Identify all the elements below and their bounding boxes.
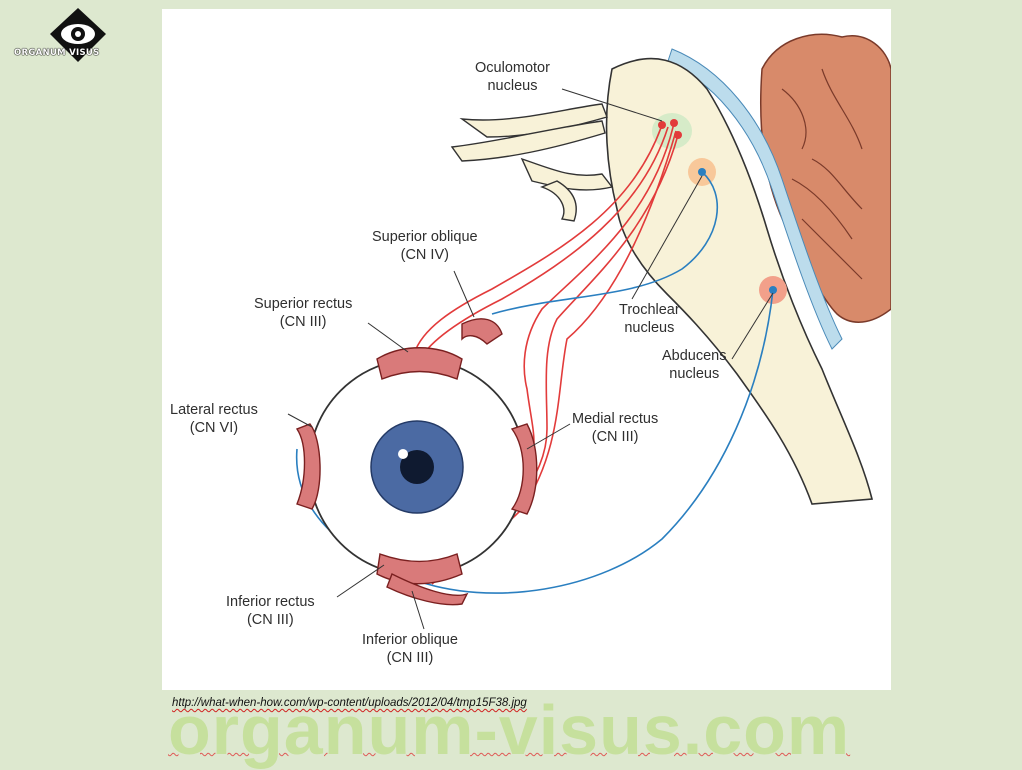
cranial-nerve-diagram (287, 33, 891, 630)
fourth-ventricle (666, 48, 843, 350)
organum-visus-logo: ORGANUM VISUS (6, 6, 110, 68)
label-superior-oblique: Superior oblique(CN IV) (372, 229, 478, 263)
label-medial-rectus: Medial rectus(CN III) (572, 411, 659, 445)
inferior-oblique-muscle (386, 573, 469, 606)
label-inferior-rectus: Inferior rectus(CN III) (226, 594, 315, 628)
eye-logo-icon (50, 8, 106, 62)
pupil (400, 450, 434, 484)
superior-rectus-muscle (376, 347, 463, 380)
brand-watermark: organum-visus.com (168, 691, 851, 769)
label-lateral-rectus: Lateral rectus(CN VI) (170, 402, 258, 436)
lateral-rectus-muscle (295, 423, 321, 510)
label-inferior-oblique: Inferior oblique(CN III) (362, 632, 458, 666)
superior-oblique-muscle (461, 318, 503, 345)
cerebellum (759, 33, 891, 323)
brainstem (605, 57, 874, 505)
label-superior-rectus: Superior rectus(CN III) (254, 296, 353, 330)
source-url-link[interactable]: http://what-when-how.com/wp-content/uplo… (172, 697, 527, 709)
logo-text: ORGANUM VISUS (14, 48, 100, 58)
